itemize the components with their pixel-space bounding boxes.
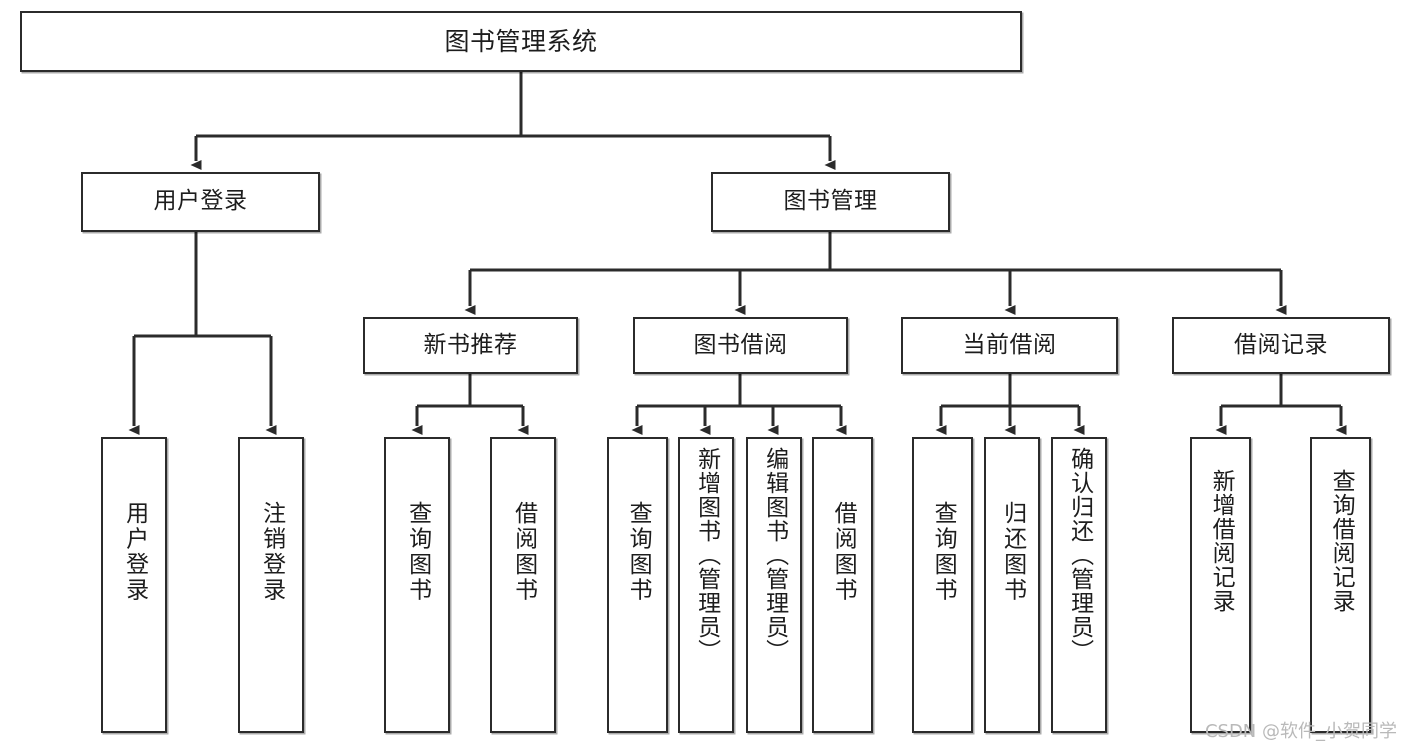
node-borrow-record[interactable]: 借阅记录 xyxy=(1172,317,1390,374)
leaf-new-book-borrow-book[interactable]: 借阅图书 xyxy=(490,437,556,733)
node-label: 借阅图书 xyxy=(510,501,537,603)
node-label: 借阅图书 xyxy=(830,501,857,603)
node-label: 借阅记录 xyxy=(1234,331,1328,358)
leaf-book-borrow-add-book-admin[interactable]: 新增图书（管理员） xyxy=(678,437,734,733)
leaf-user-login-login[interactable]: 用户登录 xyxy=(101,437,167,733)
node-label: 查询借阅记录 xyxy=(1328,469,1355,613)
leaf-new-book-query-book[interactable]: 查询图书 xyxy=(384,437,450,733)
leaf-borrow-record-query-record[interactable]: 查询借阅记录 xyxy=(1310,437,1371,733)
leaf-book-borrow-edit-book-admin[interactable]: 编辑图书（管理员） xyxy=(746,437,802,733)
node-label: 图书管理 xyxy=(783,188,878,215)
leaf-current-borrow-return-book[interactable]: 归还图书 xyxy=(984,437,1040,733)
node-user-login[interactable]: 用户登录 xyxy=(81,172,320,232)
node-book-management[interactable]: 图书管理 xyxy=(711,172,950,232)
leaf-current-borrow-query-book[interactable]: 查询图书 xyxy=(912,437,973,733)
node-label: 图书借阅 xyxy=(693,331,788,358)
node-label: 新增图书（管理员） xyxy=(693,447,720,663)
node-label: 用户登录 xyxy=(153,188,248,215)
csdn-watermark: CSDN @软件_小贺同学 xyxy=(1204,721,1397,742)
leaf-user-login-logout[interactable]: 注销登录 xyxy=(238,437,304,733)
node-label: 用户登录 xyxy=(121,501,148,603)
node-label: 图书管理系统 xyxy=(444,26,598,56)
node-label: 新增借阅记录 xyxy=(1208,469,1235,613)
node-label: 编辑图书（管理员） xyxy=(761,447,788,663)
node-root-book-management-system[interactable]: 图书管理系统 xyxy=(20,11,1022,72)
node-label: 归还图书 xyxy=(999,501,1026,603)
node-label: 新书推荐 xyxy=(423,331,518,358)
node-label: 当前借阅 xyxy=(962,331,1057,358)
node-label: 确认归还（管理员） xyxy=(1066,447,1093,663)
node-label: 注销登录 xyxy=(258,501,285,603)
leaf-book-borrow-query-book[interactable]: 查询图书 xyxy=(607,437,668,733)
node-book-borrow[interactable]: 图书借阅 xyxy=(633,317,848,374)
leaf-current-borrow-confirm-return-admin[interactable]: 确认归还（管理员） xyxy=(1051,437,1107,733)
leaf-borrow-record-add-record[interactable]: 新增借阅记录 xyxy=(1190,437,1251,733)
node-label: 查询图书 xyxy=(404,501,431,603)
node-label: 查询图书 xyxy=(930,501,957,603)
node-label: 查询图书 xyxy=(625,501,652,603)
node-new-book-recommend[interactable]: 新书推荐 xyxy=(363,317,578,374)
node-current-borrow[interactable]: 当前借阅 xyxy=(901,317,1118,374)
leaf-book-borrow-borrow-book[interactable]: 借阅图书 xyxy=(812,437,873,733)
